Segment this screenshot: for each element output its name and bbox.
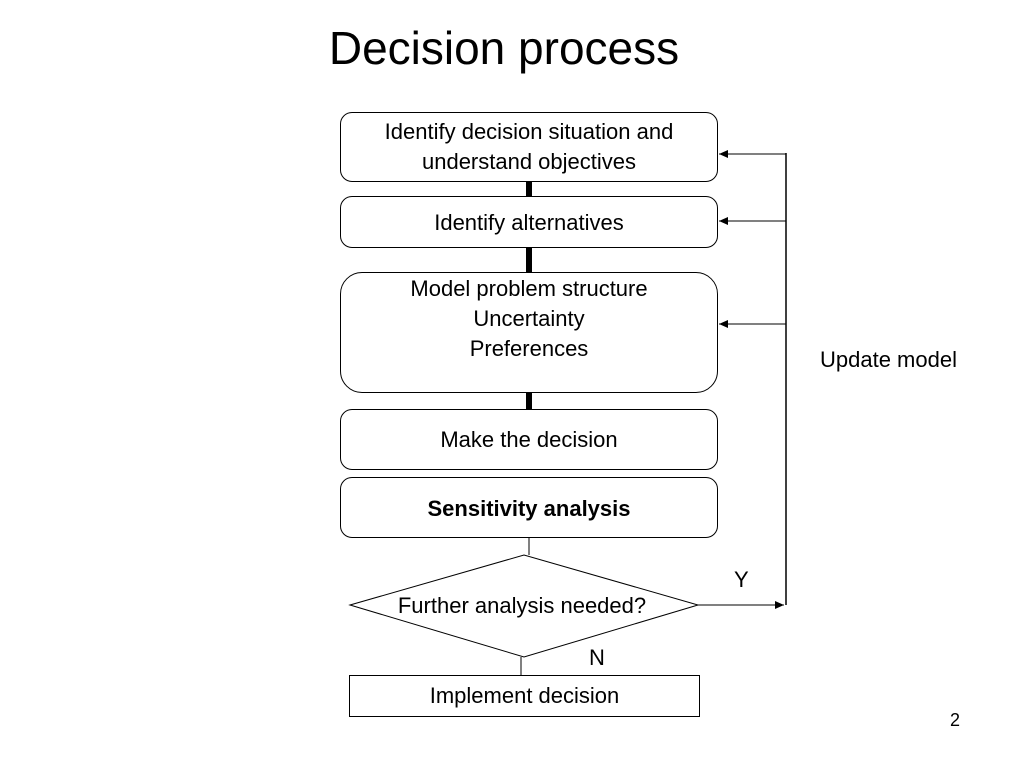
page-number: 2	[950, 710, 961, 730]
yes-label: Y	[734, 567, 749, 592]
step-model-structure-line-2: Uncertainty	[473, 306, 585, 331]
step-identify-situation-line-2: understand objectives	[421, 149, 637, 174]
step-implement-decision-label: Implement decision	[429, 683, 620, 708]
step-identify-situation-line-1: Identify decision situation and	[384, 119, 674, 144]
step-make-decision-label: Make the decision	[440, 427, 618, 452]
step-sensitivity-analysis: Sensitivity analysis	[340, 477, 718, 538]
slide-title: Decision process	[328, 22, 680, 74]
step-identify-alternatives-label: Identify alternatives	[434, 210, 624, 235]
step-make-decision: Make the decision	[340, 409, 718, 470]
step-implement-decision: Implement decision	[349, 675, 700, 717]
decision-question-label: Further analysis needed?	[397, 593, 647, 618]
step-model-structure: Model problem structure Uncertainty Pref…	[340, 272, 718, 393]
step-sensitivity-analysis-label: Sensitivity analysis	[427, 496, 631, 521]
step-model-structure-line-3: Preferences	[469, 336, 589, 361]
step-identify-situation: Identify decision situation and understa…	[340, 112, 718, 182]
step-identify-alternatives: Identify alternatives	[340, 196, 718, 248]
update-model-label: Update model	[820, 347, 957, 372]
step-model-structure-line-1: Model problem structure	[410, 276, 648, 301]
no-label: N	[589, 645, 605, 670]
